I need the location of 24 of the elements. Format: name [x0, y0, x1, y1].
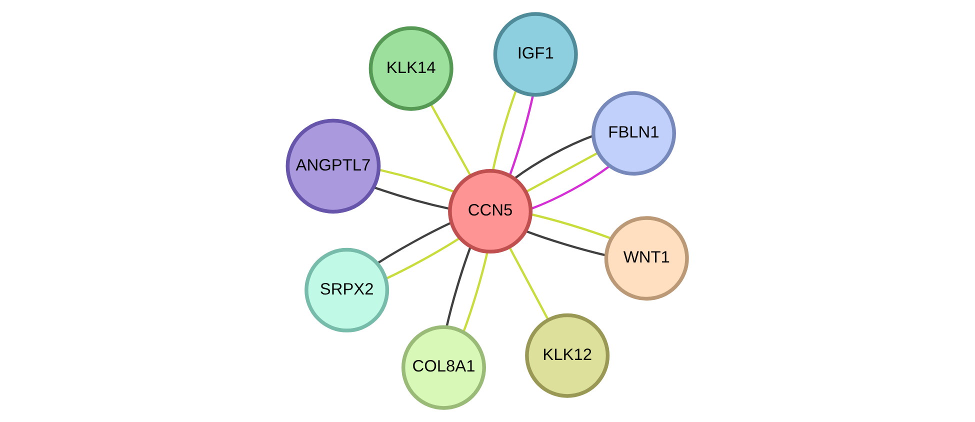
connector: [530, 165, 610, 210]
node-circle: CCN5: [448, 169, 533, 254]
connector: [430, 104, 472, 176]
connector: [462, 251, 489, 332]
node-circle: SRPX2: [304, 248, 390, 332]
node-circle: WNT1: [604, 216, 689, 301]
connector: [508, 94, 534, 176]
connector: [386, 237, 460, 280]
node-circle: KLK12: [525, 313, 610, 398]
connector: [378, 168, 456, 193]
connector: [373, 186, 450, 210]
node-circle: FBLN1: [591, 91, 676, 176]
connector: [514, 134, 594, 180]
connector: [376, 222, 452, 264]
node-circle: IGF1: [493, 12, 578, 97]
connector: [492, 90, 518, 172]
node-circle: COL8A1: [401, 325, 486, 410]
node-circle: KLK14: [368, 26, 454, 111]
connector: [526, 152, 599, 193]
connector: [525, 230, 606, 256]
connector: [508, 246, 550, 320]
connector: [446, 246, 472, 328]
node-circle: ANGPTL7: [286, 118, 381, 214]
connector: [530, 213, 612, 240]
